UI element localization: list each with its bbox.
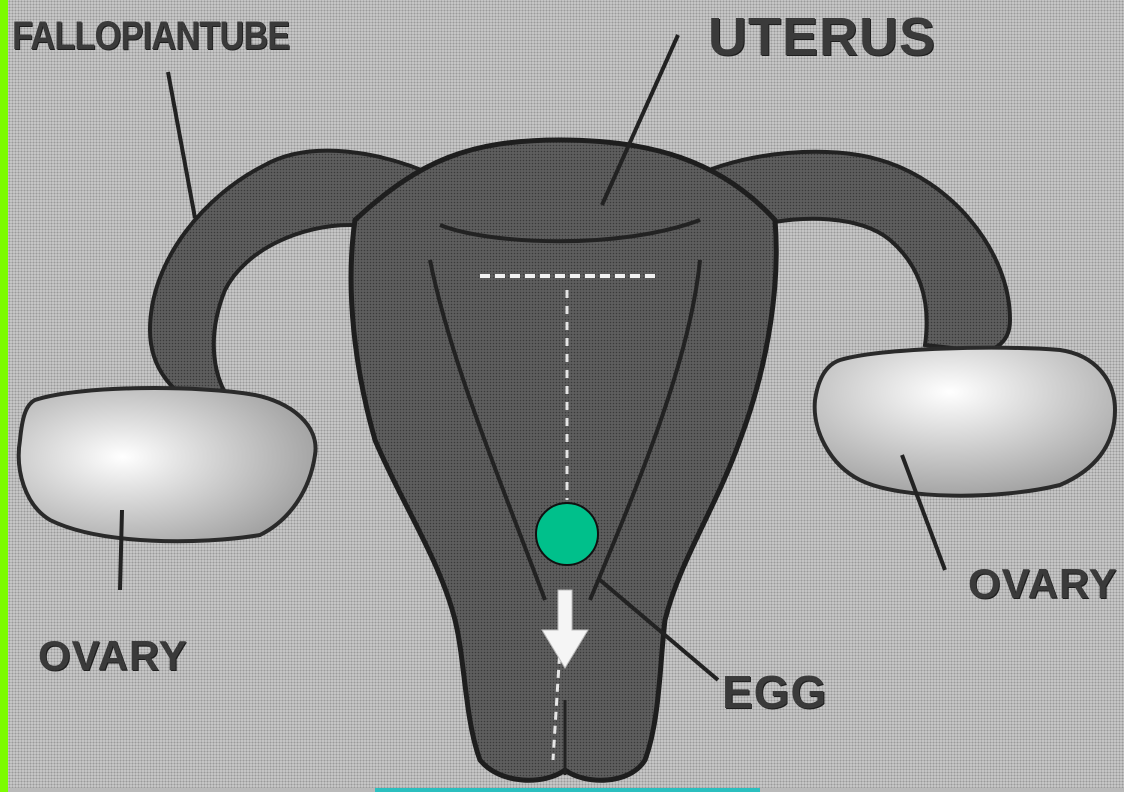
egg-label: EGG — [722, 665, 827, 719]
egg-marker — [536, 503, 598, 565]
left-ovary-leader-line — [120, 510, 122, 590]
left-ovary-label: OVARY — [38, 632, 188, 680]
uterus-body — [351, 140, 776, 780]
fallopian-tube-label: FALLOPIANTUBE — [12, 14, 289, 59]
uterus-label: UTERUS — [708, 6, 936, 68]
left-ovary — [19, 388, 316, 541]
right-ovary-label: OVARY — [968, 560, 1118, 608]
right-ovary — [815, 348, 1115, 496]
fallopian-tube-leader-line — [168, 72, 195, 218]
diagram-canvas: FALLOPIANTUBE UTERUS OVARY OVARY EGG — [8, 0, 1124, 788]
bottom-accent-strip — [375, 788, 760, 792]
